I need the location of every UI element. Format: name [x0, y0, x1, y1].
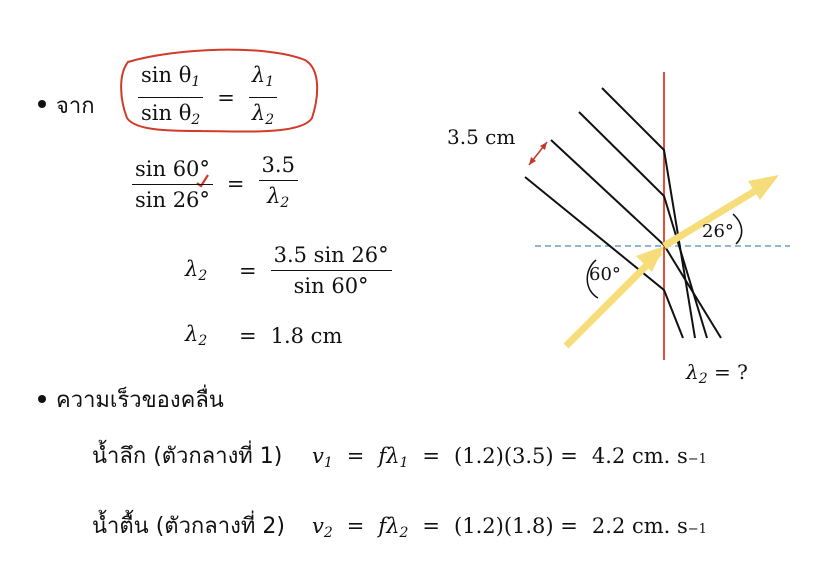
speed-line-deep: น้ำลึก (ตัวกลางที่ 1) v1 = fλ1 = (1.2)(3… [92, 444, 707, 471]
equals-sign: = [217, 85, 235, 110]
wavefront [524, 176, 684, 339]
bullet-point [38, 100, 46, 108]
spacing-label: 3.5 cm [447, 125, 515, 149]
step-substitution: sin 60° sin 26° = 3.5 λ2 [132, 152, 298, 216]
fraction-sin: sin θ1 sin θ2 [138, 62, 204, 133]
bullet-point [38, 395, 46, 403]
step-result: λ2 = 1.8 cm [185, 322, 343, 349]
angle-arc-60 [586, 259, 599, 299]
speed-line-shallow: น้ำตื้น (ตัวกลางที่ 2) v2 = fλ2 = (1.2)(… [92, 514, 707, 541]
snell-formula: sin θ1 sin θ2 = λ1 λ2 [138, 62, 278, 133]
ray-arrowhead [636, 246, 664, 272]
ray-arrow [563, 249, 663, 349]
bullet-label-wave-speed: ความเร็วของคลื่น [56, 388, 224, 413]
unknown-lambda-label: λ2 = ? [686, 360, 748, 387]
bullet-label-from: จาก [56, 94, 95, 119]
fraction-lambda: λ1 λ2 [248, 62, 278, 133]
wavefront [601, 87, 696, 339]
angle-label-26: 26° [702, 221, 734, 242]
angle-label-60: 60° [589, 264, 621, 285]
angle-arc-26 [732, 213, 743, 245]
step-solve-lambda: λ2 = 3.5 sin 26° sin 60° [185, 242, 392, 299]
